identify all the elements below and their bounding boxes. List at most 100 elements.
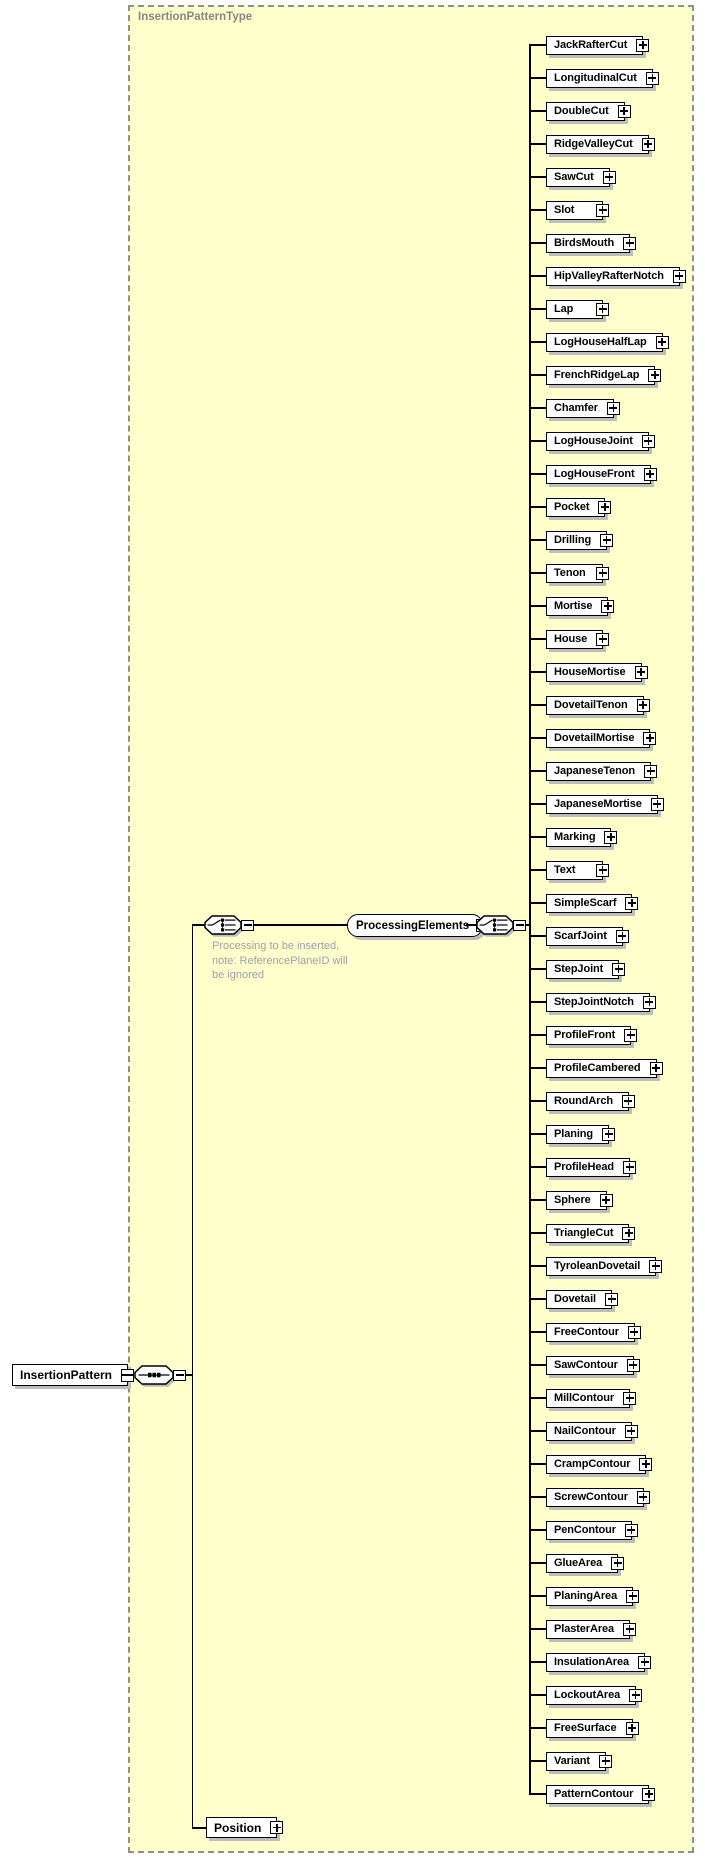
plus-icon[interactable]: [596, 203, 609, 217]
plus-icon[interactable]: [642, 1787, 656, 1801]
child-element-scarfjoint[interactable]: ScarfJoint: [546, 926, 629, 946]
plus-icon[interactable]: [639, 1457, 653, 1471]
minus-icon[interactable]: [173, 1369, 186, 1381]
child-element-hipvalleyrafternotch[interactable]: HipValleyRafterNotch: [546, 266, 686, 286]
child-element-millcontour[interactable]: MillContour: [546, 1388, 636, 1408]
sequence-compositor-icon[interactable]: [134, 1365, 174, 1385]
plus-icon[interactable]: [625, 896, 639, 910]
child-element-pocket[interactable]: Pocket: [546, 497, 612, 517]
plus-icon[interactable]: [636, 38, 650, 52]
plus-icon[interactable]: [634, 665, 648, 679]
child-element-doublecut[interactable]: DoubleCut: [546, 101, 631, 121]
child-element-lap[interactable]: Lap: [546, 299, 609, 319]
child-element-profilecambered[interactable]: ProfileCambered: [546, 1058, 663, 1078]
child-element-tenon[interactable]: Tenon: [546, 563, 609, 583]
plus-icon[interactable]: [624, 1523, 638, 1537]
child-element-dovetail[interactable]: Dovetail: [546, 1289, 618, 1309]
plus-icon[interactable]: [600, 533, 614, 547]
plus-icon[interactable]: [611, 1556, 625, 1570]
child-element-stepjoint[interactable]: StepJoint: [546, 959, 626, 979]
plus-icon[interactable]: [648, 368, 662, 382]
child-element-house[interactable]: House: [546, 629, 610, 649]
child-element-japanesetenon[interactable]: JapaneseTenon: [546, 761, 658, 781]
plus-icon[interactable]: [623, 1391, 636, 1405]
plus-icon[interactable]: [643, 731, 657, 745]
child-element-frenchridgelap[interactable]: FrenchRidgeLap: [546, 365, 662, 385]
child-element-dovetailmortise[interactable]: DovetailMortise: [546, 728, 657, 748]
child-element-mortise[interactable]: Mortise: [546, 596, 615, 616]
child-element-drilling[interactable]: Drilling: [546, 530, 614, 550]
plus-icon[interactable]: [641, 434, 655, 448]
child-element-sawcontour[interactable]: SawContour: [546, 1355, 640, 1375]
plus-icon[interactable]: [625, 1721, 639, 1735]
plus-icon[interactable]: [596, 566, 609, 580]
plus-icon[interactable]: [606, 401, 620, 415]
plus-icon[interactable]: [624, 1028, 638, 1042]
plus-icon[interactable]: [605, 1292, 618, 1306]
child-element-loghousefront[interactable]: LogHouseFront: [546, 464, 657, 484]
plus-icon[interactable]: [604, 830, 618, 844]
plus-icon[interactable]: [596, 632, 610, 646]
choice-compositor-icon[interactable]: [204, 915, 242, 935]
child-element-loghousehalflap[interactable]: LogHouseHalfLap: [546, 332, 669, 352]
child-element-marking[interactable]: Marking: [546, 827, 618, 847]
minus-icon[interactable]: [513, 919, 526, 931]
plus-icon[interactable]: [615, 929, 629, 943]
choice-compositor-icon[interactable]: [476, 915, 514, 935]
child-element-insulationarea[interactable]: InsulationArea: [546, 1652, 652, 1672]
child-element-plasterarea[interactable]: PlasterArea: [546, 1619, 637, 1639]
child-element-planing[interactable]: Planing: [546, 1124, 616, 1144]
child-element-loghousejoint[interactable]: LogHouseJoint: [546, 431, 655, 451]
plus-icon[interactable]: [623, 1160, 637, 1174]
plus-icon[interactable]: [626, 1358, 640, 1372]
plus-icon[interactable]: [612, 962, 626, 976]
plus-icon[interactable]: [644, 764, 658, 778]
child-element-pencontour[interactable]: PenContour: [546, 1520, 638, 1540]
plus-icon[interactable]: [649, 1259, 663, 1273]
child-element-dovetailtenon[interactable]: DovetailTenon: [546, 695, 650, 715]
child-element-sawcut[interactable]: SawCut: [546, 167, 616, 187]
plus-icon[interactable]: [623, 236, 637, 250]
child-element-nailcontour[interactable]: NailContour: [546, 1421, 638, 1441]
child-element-japanesemortise[interactable]: JapaneseMortise: [546, 794, 664, 814]
child-element-stepjointnotch[interactable]: StepJointNotch: [546, 992, 656, 1012]
child-element-longitudinalcut[interactable]: LongitudinalCut: [546, 68, 659, 88]
plus-icon[interactable]: [636, 698, 650, 712]
plus-icon[interactable]: [672, 269, 686, 283]
plus-icon[interactable]: [650, 797, 664, 811]
plus-icon[interactable]: [599, 1193, 613, 1207]
root-element-insertion-pattern[interactable]: InsertionPattern: [12, 1364, 135, 1386]
plus-icon[interactable]: [602, 1127, 616, 1141]
plus-icon[interactable]: [623, 1622, 637, 1636]
plus-icon[interactable]: [622, 1226, 636, 1240]
plus-icon[interactable]: [624, 1424, 638, 1438]
child-element-gluearea[interactable]: GlueArea: [546, 1553, 625, 1573]
processing-elements-element[interactable]: ProcessingElements: [347, 914, 490, 937]
plus-icon[interactable]: [599, 1754, 612, 1768]
child-element-profilefront[interactable]: ProfileFront: [546, 1025, 638, 1045]
plus-icon[interactable]: [596, 863, 609, 877]
child-element-slot[interactable]: Slot: [546, 200, 609, 220]
child-element-profilehead[interactable]: ProfileHead: [546, 1157, 637, 1177]
child-element-ridgevalleycut[interactable]: RidgeValleyCut: [546, 134, 655, 154]
plus-icon[interactable]: [649, 1061, 663, 1075]
child-element-sphere[interactable]: Sphere: [546, 1190, 613, 1210]
plus-icon[interactable]: [270, 1821, 284, 1834]
child-element-jackraftercut[interactable]: JackRafterCut: [546, 35, 650, 55]
child-element-housemortise[interactable]: HouseMortise: [546, 662, 648, 682]
plus-icon[interactable]: [629, 1688, 643, 1702]
child-element-roundarch[interactable]: RoundArch: [546, 1091, 635, 1111]
plus-icon[interactable]: [638, 1655, 652, 1669]
plus-icon[interactable]: [617, 104, 631, 118]
child-element-crampcontour[interactable]: CrampContour: [546, 1454, 653, 1474]
plus-icon[interactable]: [602, 170, 616, 184]
plus-icon[interactable]: [601, 599, 615, 613]
child-element-freesurface[interactable]: FreeSurface: [546, 1718, 639, 1738]
plus-icon[interactable]: [642, 995, 656, 1009]
child-element-freecontour[interactable]: FreeContour: [546, 1322, 641, 1342]
plus-icon[interactable]: [626, 1589, 640, 1603]
child-element-text[interactable]: Text: [546, 860, 609, 880]
child-element-patterncontour[interactable]: PatternContour: [546, 1784, 656, 1804]
plus-icon[interactable]: [645, 71, 659, 85]
child-element-simplescarf[interactable]: SimpleScarf: [546, 893, 639, 913]
